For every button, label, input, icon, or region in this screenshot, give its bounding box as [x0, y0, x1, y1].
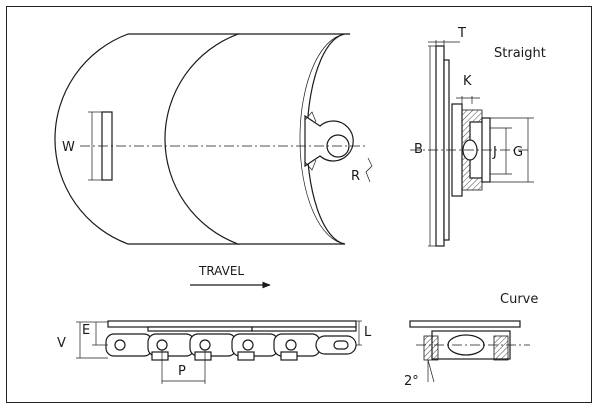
dim-label-w: W — [62, 140, 75, 155]
dim-label-t: T — [457, 26, 466, 41]
curve-label: Curve — [500, 292, 538, 307]
crescent-plate-right — [164, 33, 351, 245]
dim-label-k: K — [463, 74, 472, 89]
dim-label-v: V — [57, 336, 66, 351]
travel-label: TRAVEL — [198, 264, 244, 278]
travel-indicator: TRAVEL — [190, 264, 271, 289]
curve-view: Curve 2° — [404, 292, 538, 389]
chain-links — [105, 333, 357, 361]
dim-label-l: L — [364, 325, 372, 340]
dim-label-g: G — [513, 145, 523, 160]
dim-label-p: P — [178, 364, 186, 379]
side-view-straight: Straight T B K J G — [410, 26, 546, 247]
dim-label-j: J — [492, 145, 497, 160]
angle-label: 2° — [404, 374, 419, 389]
chain-side-view: E V L P — [57, 320, 372, 384]
dim-label-b: B — [414, 142, 423, 157]
dim-label-e: E — [82, 323, 90, 338]
straight-label: Straight — [494, 46, 546, 61]
dim-label-r: R — [351, 169, 360, 184]
top-view: W R — [54, 33, 373, 245]
